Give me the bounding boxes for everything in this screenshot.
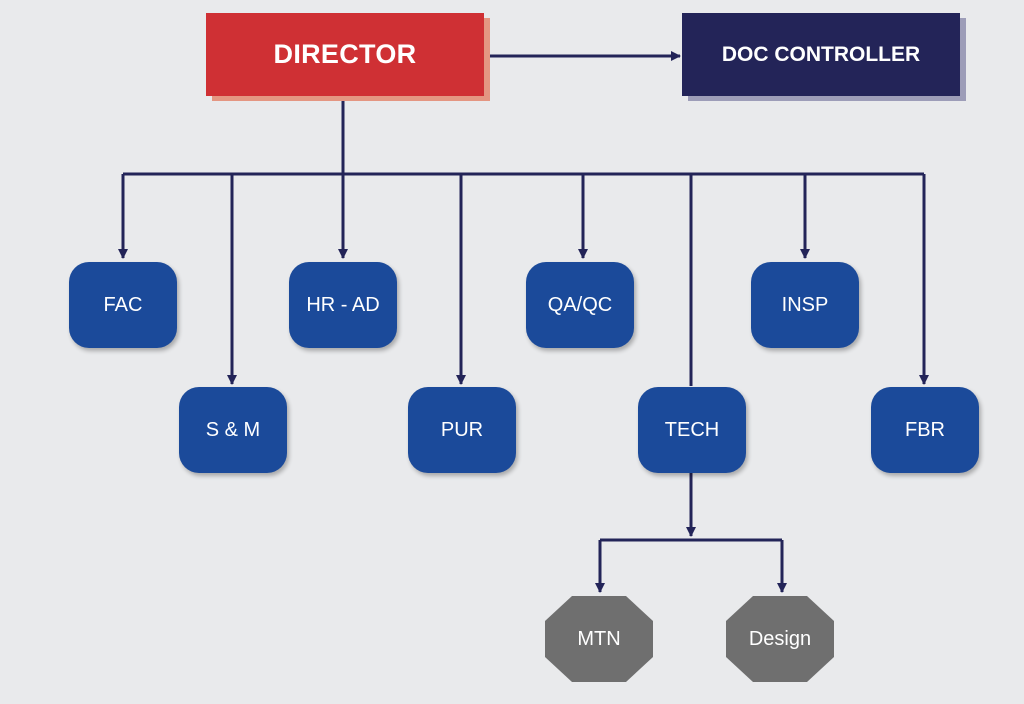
department-label-tech: TECH (664, 418, 720, 441)
department-label-sm: S & M (205, 418, 261, 441)
department-label-fac: FAC (103, 293, 143, 316)
director-label: DIRECTOR (273, 39, 417, 69)
doc-controller-box: DOC CONTROLLER (682, 13, 960, 96)
department-label-qa-qc: QA/QC (547, 293, 613, 316)
department-box-hr-ad: HR - AD (289, 262, 397, 348)
department-box-qa-qc: QA/QC (526, 262, 634, 348)
department-box-pur: PUR (408, 387, 516, 473)
department-label-pur: PUR (440, 418, 484, 441)
department-box-sm: S & M (179, 387, 287, 473)
unit-box-design: Design (726, 596, 834, 682)
unit-label-design: Design (748, 627, 812, 650)
department-box-tech: TECH (638, 387, 746, 473)
unit-label-mtn: MTN (577, 627, 621, 650)
department-box-insp: INSP (751, 262, 859, 348)
department-label-insp: INSP (781, 293, 829, 316)
department-label-fbr: FBR (905, 418, 945, 441)
unit-box-mtn: MTN (545, 596, 653, 682)
director-box: DIRECTOR (206, 13, 484, 96)
department-label-hr-ad: HR - AD (306, 293, 380, 316)
department-box-fac: FAC (69, 262, 177, 348)
doc-controller-label: DOC CONTROLLER (721, 42, 921, 66)
department-box-fbr: FBR (871, 387, 979, 473)
